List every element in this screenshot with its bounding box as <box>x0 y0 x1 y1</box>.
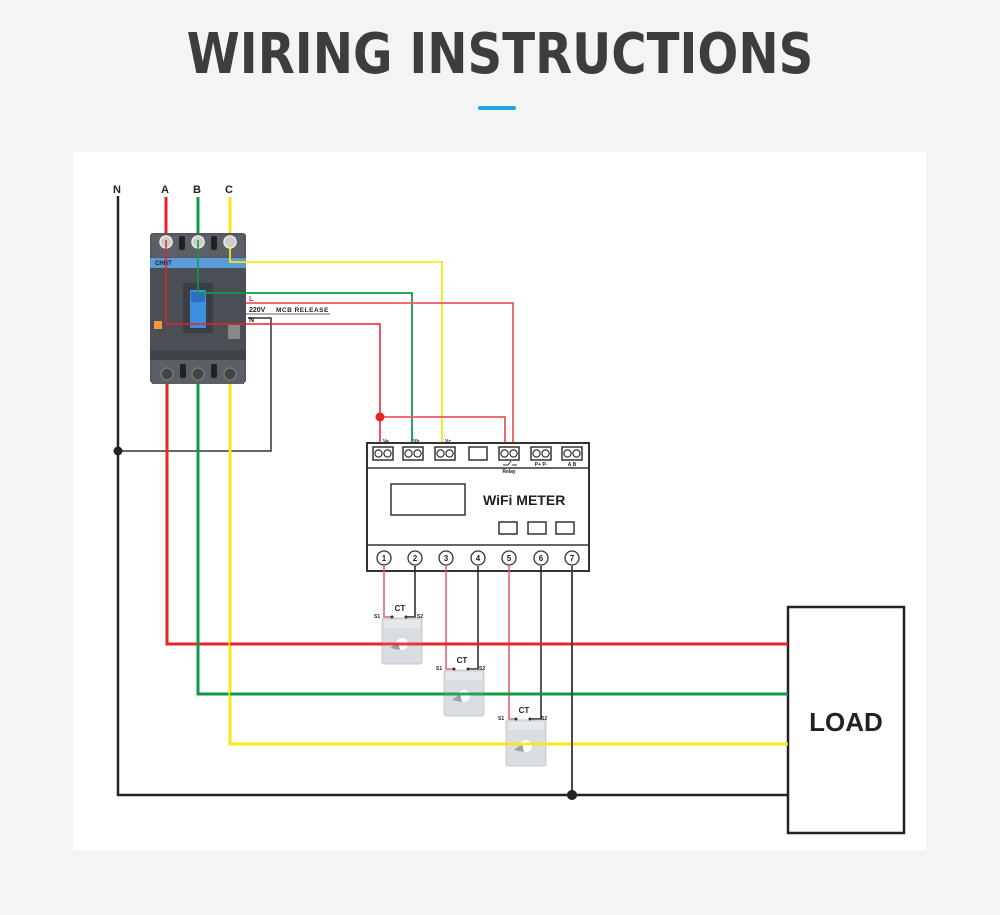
neutral-line <box>116 196 790 797</box>
meter-bottom-terminal: 5 <box>501 550 517 566</box>
mcb-voltage-label: 220V <box>249 307 266 314</box>
meter-bottom-terminal: 2 <box>407 550 423 566</box>
line-label-a: A <box>161 184 169 196</box>
meter-bottom-terminal: 6 <box>533 550 549 566</box>
load-label: LOAD <box>809 707 883 737</box>
va-to-relay-wire <box>380 416 506 447</box>
current-transformer-1: CT S1 S2 <box>374 604 423 665</box>
ct2-s1-wire <box>445 566 454 670</box>
ct1-s1-wire <box>383 566 392 618</box>
meter-top-terminal: Va <box>372 439 394 461</box>
wifi-meter: WiFi METER <box>366 442 590 572</box>
line-label-b: B <box>193 184 201 196</box>
vc-wire <box>229 245 443 447</box>
meter-top-terminal: Vb <box>402 439 424 461</box>
meter-top-terminal: P+ P- <box>530 446 552 468</box>
ct-s2-label: S2 <box>541 716 547 722</box>
load-box: LOAD <box>786 605 906 835</box>
meter-display <box>390 483 466 516</box>
mcb-release-label: MCB RELEASE <box>276 307 329 314</box>
terminal-label-relay: Relay <box>502 469 516 475</box>
mcb-neutral-label: N <box>249 317 254 324</box>
terminal-number: 6 <box>539 554 544 563</box>
mcb-release-label-group: L 220V MCB RELEASE N <box>246 296 330 324</box>
vb-wire <box>198 292 413 447</box>
terminal-number: 3 <box>444 554 449 563</box>
neutral-to-mcb-wire <box>118 317 272 452</box>
ct-s1-label: S1 <box>498 716 504 722</box>
breaker-brand: CHNT <box>155 261 172 267</box>
terminal-label-va: Va <box>383 439 389 445</box>
meter-button-1[interactable] <box>498 521 518 535</box>
ct1-s2-wire <box>406 566 416 618</box>
line-label-n: N <box>113 184 121 196</box>
ct3-s1-wire <box>508 566 517 720</box>
meter-bottom-terminal: 4 <box>470 550 486 566</box>
terminal-number: 2 <box>413 554 418 563</box>
terminal7-junction-dot-overlay <box>567 790 577 800</box>
terminal-number: 4 <box>476 554 481 563</box>
meter-button-3[interactable] <box>555 521 575 535</box>
line-label-c: C <box>225 184 233 196</box>
terminal-label-vc: Vc <box>445 439 451 445</box>
ct-label: CT <box>457 656 468 665</box>
meter-top-terminal: Relay <box>498 446 520 475</box>
neutral-junction-dot <box>113 446 123 456</box>
meter-button-2[interactable] <box>527 521 547 535</box>
mcb-live-label: L <box>249 296 254 303</box>
meter-title: WiFi METER <box>483 492 565 508</box>
ct-s1-label: S1 <box>374 614 380 620</box>
page-title: WIRING INSTRUCTIONS <box>186 22 814 87</box>
ct-s2-label: S2 <box>417 614 423 620</box>
ct3-s2-wire <box>531 566 542 720</box>
meter-top-terminal: Vc <box>434 439 456 461</box>
terminal-label-p-p-: P+ P- <box>535 462 548 468</box>
va-junction-dot <box>375 412 385 422</box>
ct2-s2-wire <box>468 566 479 670</box>
terminal-number: 1 <box>382 554 387 563</box>
ct-s1-label: S1 <box>436 666 442 672</box>
meter-bottom-terminal: 7 <box>564 550 580 566</box>
terminal-label-a-b: A B <box>568 462 577 468</box>
current-transformer-3: CT S1 S2 <box>498 706 547 767</box>
terminal-number: 5 <box>507 554 512 563</box>
meter-top-blank-slot <box>468 446 488 461</box>
terminal-label-vb: Vb <box>413 439 419 445</box>
meter-bottom-terminal: 1 <box>376 550 392 566</box>
ct-label: CT <box>519 706 530 715</box>
mcb-live-to-relay-wire <box>246 302 514 447</box>
va-wire <box>166 323 381 447</box>
title-accent-bar <box>478 106 516 110</box>
meter-top-terminal: A B <box>561 446 583 468</box>
ct-s2-label: S2 <box>479 666 485 672</box>
meter-bottom-terminal: 3 <box>438 550 454 566</box>
terminal-number: 7 <box>570 554 575 563</box>
ct-label: CT <box>395 604 406 613</box>
